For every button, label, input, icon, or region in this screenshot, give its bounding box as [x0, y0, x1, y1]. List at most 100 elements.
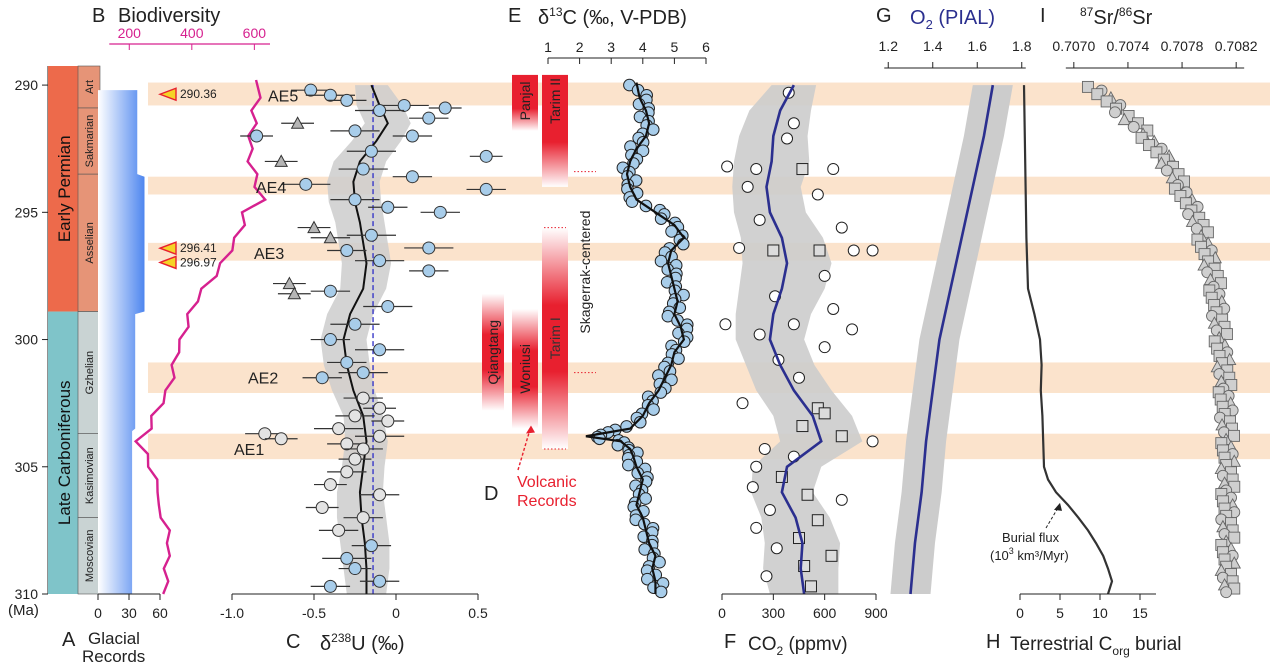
uranium-tick-label-1: -0.5: [302, 605, 326, 621]
burial-flux-annotation-line2: (103 km³/Myr): [990, 546, 1069, 563]
stage-label-5: Moscovian: [84, 530, 96, 583]
carbon-tick-label-3: 4: [639, 39, 647, 55]
volcanic-arrow-line: [517, 429, 531, 471]
panel-g-title-sub: 2: [926, 17, 933, 32]
uranium-tick-label-2: 0: [392, 605, 400, 621]
burial-flux-line: [1022, 85, 1114, 595]
co2-point-44: [825, 549, 838, 562]
glacial-marker-label-1: 296.41: [180, 241, 217, 255]
uranium-point-51: [373, 488, 387, 502]
uranium-point-7: [290, 116, 305, 129]
uranium-point-12: [479, 149, 493, 163]
panel-a-title-line1: Glacial: [88, 629, 140, 648]
stage-label-3: Gzhelian: [84, 351, 96, 394]
co2-point-25: [793, 371, 805, 384]
panel-e-title-sup: 13: [549, 5, 563, 19]
panel-a-title-line2: Records: [82, 647, 145, 666]
co2-point-37: [801, 488, 814, 501]
co2-point-28: [818, 407, 831, 420]
age-tick-label-1: 295: [15, 204, 39, 220]
co2-tick-label-3: 900: [864, 605, 888, 621]
panel-b-title: Biodiversity: [118, 5, 220, 27]
uranium-point-28: [282, 276, 297, 290]
co2-point-36: [746, 481, 759, 494]
co2-point-11: [733, 241, 746, 254]
period-box-1: [48, 311, 78, 594]
panel-g-title-main: O: [910, 7, 926, 29]
uranium-point-9: [405, 129, 419, 143]
uranium-point-6: [422, 111, 436, 125]
uranium-point-33: [323, 333, 337, 347]
biodiversity-tick-label-0: 200: [118, 25, 142, 41]
age-tick-label-3: 305: [15, 459, 39, 475]
uranium-point-26: [373, 254, 387, 268]
strontium-point-2-2: [1143, 139, 1155, 152]
panel-f-xlabel-sub: 2: [777, 644, 784, 658]
uranium-point-11: [364, 144, 378, 158]
panel-h-letter: H: [986, 631, 1000, 653]
panel-h-xlabel-main: Terrestrial C: [1010, 634, 1112, 655]
uranium-point-22: [364, 228, 378, 242]
panel-e-title-suffix: C (‰, V-PDB): [563, 7, 687, 29]
stage-label-0: Art: [84, 80, 96, 94]
co2-point-39: [763, 504, 776, 517]
event-label-ae3: AE3: [254, 246, 284, 263]
panel-d-label-line1: Volcanic: [517, 474, 577, 491]
co2-point-34: [750, 460, 763, 473]
volcanic-record-label-0: Panjal: [517, 81, 533, 120]
strontium-tick-label-0: 0.7070: [1052, 38, 1095, 54]
co2-point-2: [781, 132, 794, 145]
highlight-band-5: [148, 433, 1270, 460]
uranium-point-41: [381, 414, 395, 428]
co2-trend-line: [765, 84, 823, 595]
carbon-point-11-1: [665, 225, 678, 238]
uranium-point-24: [422, 241, 436, 255]
burial-flux-unit-post: km³/Myr): [1014, 548, 1069, 563]
co2-point-38: [835, 493, 848, 506]
event-label-ae1: AE1: [234, 442, 264, 459]
uranium-point-38: [356, 391, 370, 405]
uranium-point-55: [364, 539, 378, 553]
carbon-tick-label-1: 2: [576, 39, 584, 55]
volcanic-arrow-head: [526, 425, 535, 434]
carbon-tick-label-5: 6: [702, 39, 710, 55]
panel-c-letter: C: [286, 631, 300, 653]
co2-point-10: [835, 221, 848, 234]
uranium-point-42: [332, 422, 346, 436]
co2-point-21: [846, 323, 859, 336]
panel-f-letter: F: [724, 631, 736, 653]
volcanic-bar-4: [542, 227, 568, 449]
carbon-point-41-2: [654, 585, 668, 599]
strontium-point-9-5: [1220, 328, 1233, 341]
carbon-trend-line: [585, 82, 686, 594]
panel-e-title-delta: δ: [538, 7, 549, 29]
burial-tick-label-2: 10: [1092, 605, 1108, 621]
highlight-band-2: [148, 176, 1270, 195]
uranium-point-32: [348, 317, 362, 331]
strontium-point-1-2: [1117, 112, 1132, 126]
uranium-point-47: [356, 442, 370, 456]
uranium-point-39: [373, 401, 387, 415]
o2-tick-label-2: 1.6: [968, 38, 988, 54]
strontium-point-13-5: [1228, 429, 1240, 442]
uranium-point-2: [340, 93, 354, 107]
panel-i-title: 87Sr/86Sr: [1080, 5, 1153, 29]
uranium-point-53: [356, 511, 370, 525]
volcanic-record-label-5: Skagerrak-centered: [577, 211, 593, 334]
uranium-trend-line: [342, 84, 389, 594]
age-unit-label: (Ma): [8, 602, 39, 619]
carbon-point-12-1: [676, 237, 690, 251]
uranium-point-5: [373, 104, 387, 118]
uranium-point-15: [405, 170, 419, 184]
strontium-point-0-0: [1081, 80, 1094, 93]
strontium-point-1-0: [1109, 106, 1121, 119]
carbon-tick-label-0: 1: [544, 39, 552, 55]
strontium-point-3-2: [1160, 164, 1173, 177]
